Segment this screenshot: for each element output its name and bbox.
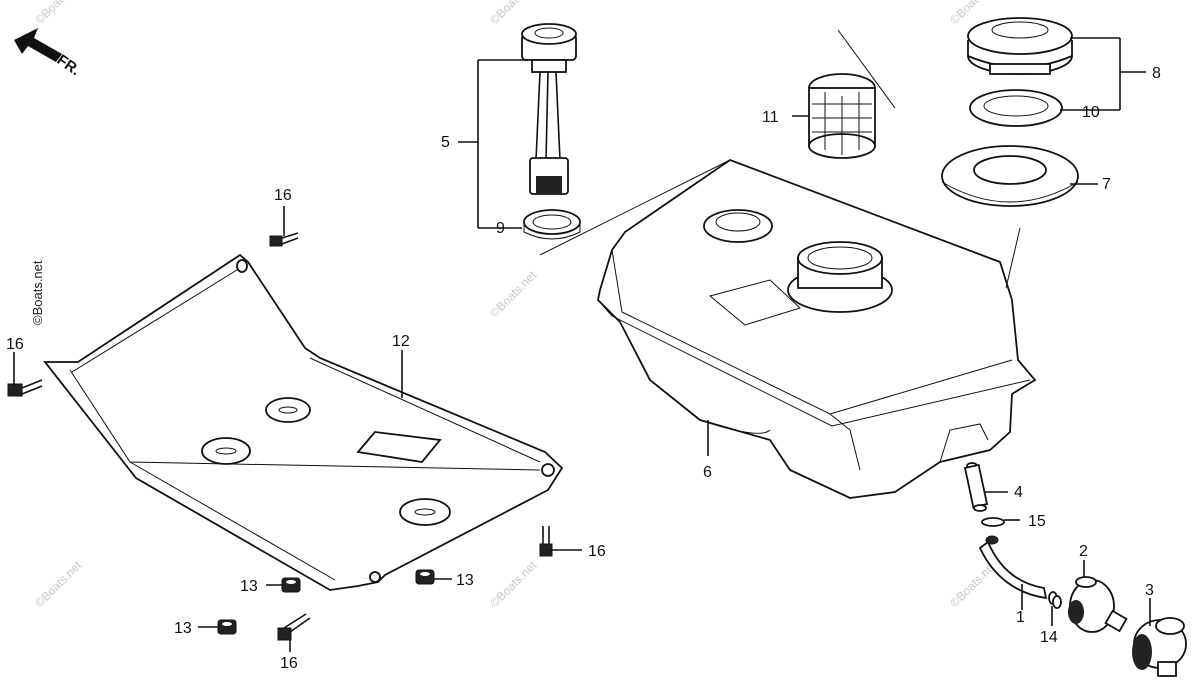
- gauge-packing-part: [523, 209, 581, 240]
- callout-fuel-tank: 6: [703, 464, 712, 481]
- bolt-part: [7, 379, 43, 397]
- callout-fuel-joint: 4: [1014, 484, 1023, 501]
- callout-nut: 13: [456, 572, 474, 589]
- bolt-part: [269, 232, 299, 247]
- front-direction-indicator: FR.: [14, 28, 83, 79]
- callout-bolt: 16: [588, 543, 606, 560]
- callout-strainer: 11: [762, 109, 779, 126]
- callout-o-ring: 15: [1028, 513, 1046, 530]
- bolt-part: [539, 526, 553, 557]
- fuel-cock-knob-part: [1132, 617, 1187, 677]
- watermark: ©Boats.net: [32, 558, 84, 610]
- cap-packing-part: [969, 89, 1063, 127]
- leader-lines: [13, 37, 1151, 652]
- callout-cap-packing: 10: [1082, 104, 1100, 121]
- fuel-tank-part: [597, 158, 1037, 499]
- watermark: ©Boats.net: [487, 558, 539, 610]
- watermark: ©Boats.net: [487, 0, 539, 27]
- callout-bolt: 16: [6, 336, 24, 353]
- callout-gauge-packing: 9: [496, 220, 505, 237]
- fuel-cock-part: [1068, 576, 1128, 633]
- front-arrow-icon: [14, 28, 62, 62]
- callout-fuel-cock-knob: 3: [1145, 582, 1154, 599]
- watermark: ©Boats.net: [487, 268, 539, 320]
- callout-nut: 13: [174, 620, 192, 637]
- skid-plate-part: [43, 253, 564, 591]
- strainer-part: [808, 73, 876, 159]
- callout-tube-clip: 14: [1040, 629, 1058, 646]
- callout-fuel-cock: 2: [1079, 543, 1088, 560]
- watermark: ©Boats.net: [32, 0, 84, 27]
- side-watermark: ©Boats.net: [30, 260, 45, 325]
- o-ring-part: [981, 517, 1005, 527]
- nut-part: [217, 619, 237, 635]
- filler-seal-part: [941, 145, 1079, 207]
- callout-bolt: 16: [274, 187, 292, 204]
- fuel-joint-part: [963, 462, 989, 512]
- callout-nut: 13: [240, 578, 258, 595]
- callout-fuel-cap: 8: [1152, 65, 1161, 82]
- callout-fuel-gauge: 5: [441, 134, 450, 151]
- alignment-lines: [539, 29, 1021, 289]
- fuel-gauge-part: [521, 23, 577, 195]
- nut-part: [281, 577, 301, 593]
- nut-part: [415, 569, 435, 585]
- fuel-tube-part: [978, 535, 1048, 600]
- fuel-cap-part: [967, 17, 1073, 75]
- callout-filler-seal: 7: [1102, 176, 1111, 193]
- tube-clip-part: [1048, 591, 1062, 609]
- bolt-part: [277, 613, 311, 641]
- callout-fuel-tube: 1: [1016, 609, 1025, 626]
- callout-bolt: 16: [280, 655, 298, 672]
- callout-labels: 1 2 3 4 5 6 7 8 9 10 11 12 13 13 13 14 1…: [6, 65, 1161, 672]
- callout-skid-plate: 12: [392, 333, 410, 350]
